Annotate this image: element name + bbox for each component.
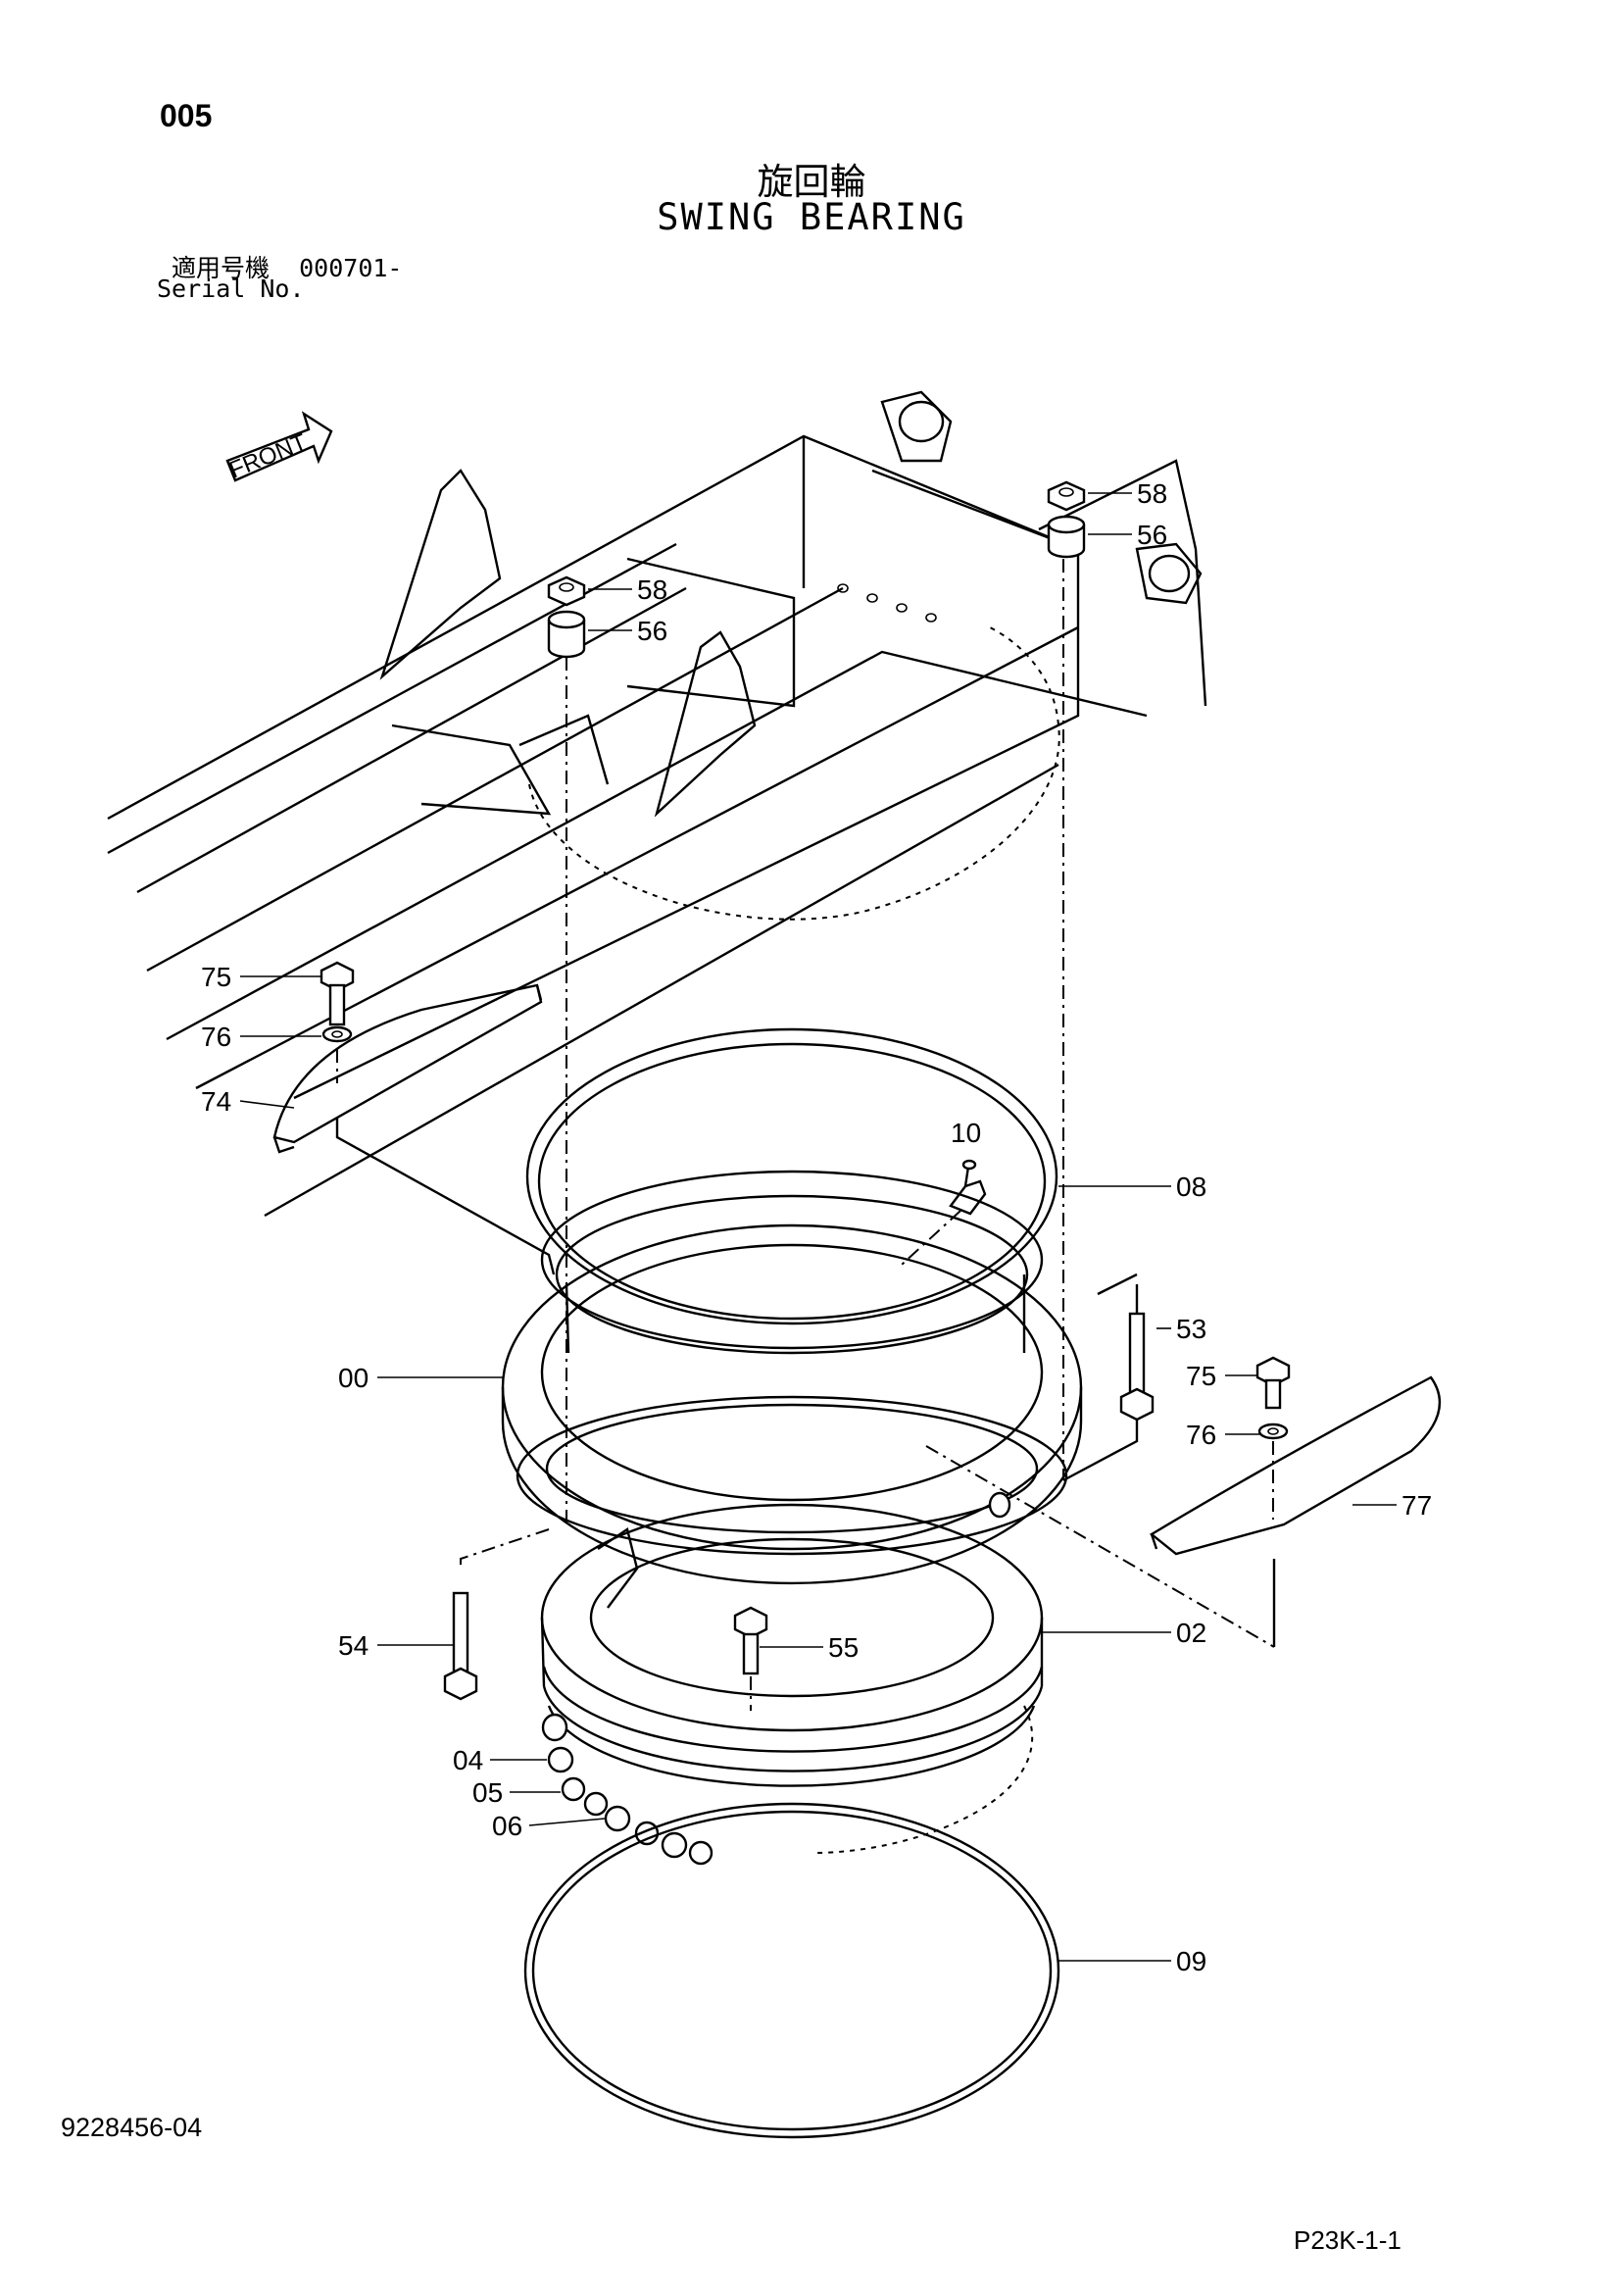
outer-race-02 xyxy=(540,1503,1044,1854)
cover-77-right xyxy=(1149,1375,1441,1556)
callout-55: 55 xyxy=(828,1632,859,1663)
serial-label-jp-text: 適用号機 xyxy=(172,254,270,282)
callout-10: 10 xyxy=(951,1118,981,1148)
callout-74: 74 xyxy=(201,1086,231,1117)
bolt-75-left xyxy=(320,961,355,1026)
frame-holes xyxy=(837,583,937,623)
seal-09 xyxy=(523,1802,1060,2139)
washer-76-left xyxy=(321,1025,353,1043)
callout-02: 02 xyxy=(1176,1618,1206,1648)
cover-74-left xyxy=(272,983,543,1154)
callout-08: 08 xyxy=(1176,1172,1206,1202)
document-number: 9228456-04 xyxy=(61,2113,203,2142)
spacer-56-right xyxy=(1047,515,1086,559)
serial-label-english: Serial No. xyxy=(157,275,305,303)
callout-labels: 58 56 58 56 75 76 74 10 08 53 75 76 77 0… xyxy=(201,478,1432,1976)
title-english: SWING BEARING xyxy=(657,196,966,238)
swing-bearing-00 xyxy=(501,1223,1083,1585)
callout-09: 09 xyxy=(1176,1946,1206,1976)
bolt-55 xyxy=(733,1606,768,1711)
serial-label-japanese: 適用号機 000701- xyxy=(172,249,402,284)
callout-54: 54 xyxy=(338,1630,369,1661)
callout-56-left: 56 xyxy=(637,616,667,646)
callout-04: 04 xyxy=(453,1745,483,1775)
serial-value: 000701- xyxy=(299,254,403,282)
seal-pieces xyxy=(541,1713,713,1866)
spacer-56-left xyxy=(547,610,586,659)
callout-00: 00 xyxy=(338,1363,369,1393)
revolving-frame xyxy=(107,390,1207,1218)
nut-58-right xyxy=(1047,480,1086,512)
callout-76-right: 76 xyxy=(1186,1420,1216,1450)
leader-lines xyxy=(239,492,1397,1962)
callout-53: 53 xyxy=(1176,1314,1206,1344)
page-code: P23K-1-1 xyxy=(1294,2225,1402,2255)
callout-75-right: 75 xyxy=(1186,1361,1216,1391)
callout-76-left: 76 xyxy=(201,1022,231,1052)
nut-58-left xyxy=(547,575,586,607)
callout-75-left: 75 xyxy=(201,962,231,992)
washer-76-right xyxy=(1257,1423,1289,1440)
callout-56-right: 56 xyxy=(1137,520,1167,550)
inner-race xyxy=(540,1170,1044,1355)
callout-77: 77 xyxy=(1402,1490,1432,1521)
bolt-54 xyxy=(443,1591,478,1701)
page-number: 005 xyxy=(160,98,213,133)
callout-06: 06 xyxy=(492,1811,522,1841)
seal-08 xyxy=(525,1027,1058,1325)
bolt-75-right xyxy=(1255,1356,1291,1410)
bolt-53 xyxy=(1119,1312,1155,1422)
front-arrow-label: FRONT xyxy=(225,428,311,483)
front-arrow-icon: FRONT xyxy=(225,411,333,484)
title-japanese: 旋回輪 xyxy=(757,161,866,203)
callout-58-left: 58 xyxy=(637,574,667,605)
callout-05: 05 xyxy=(472,1777,503,1808)
callout-58-right: 58 xyxy=(1137,478,1167,509)
